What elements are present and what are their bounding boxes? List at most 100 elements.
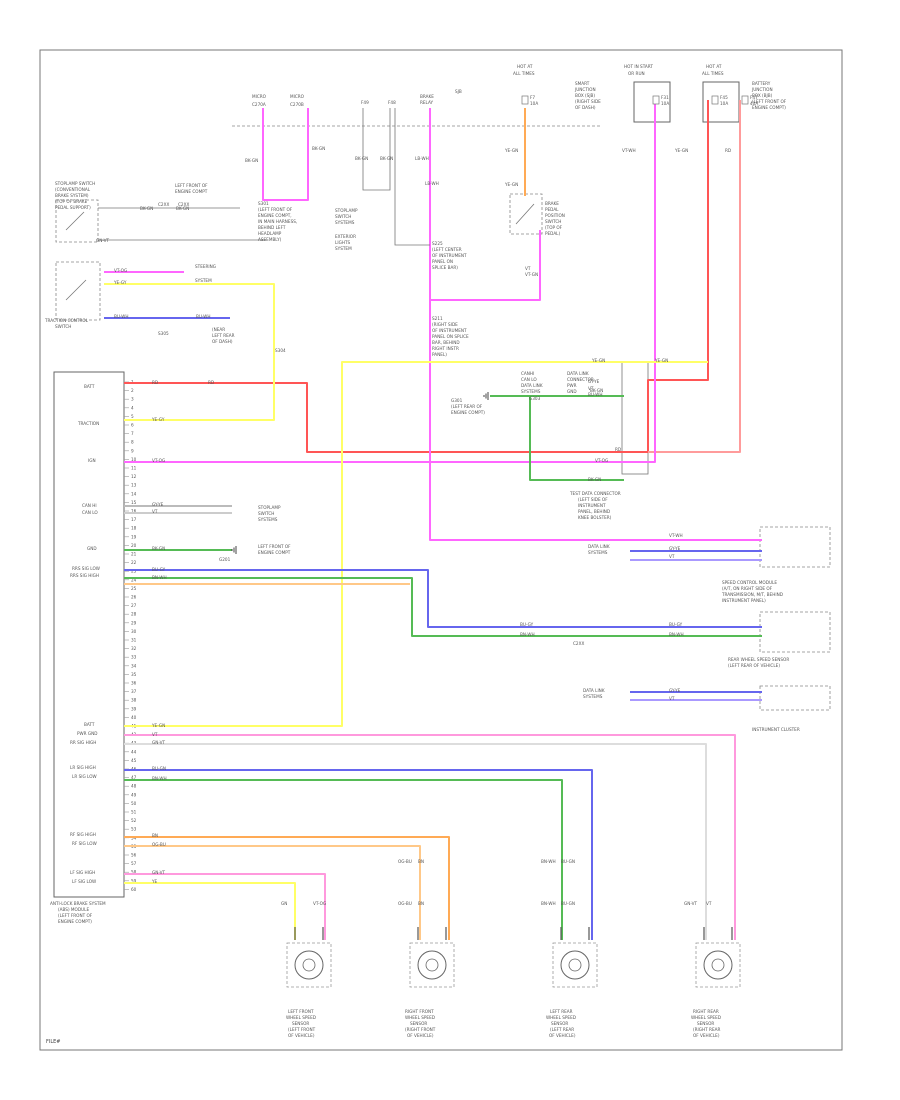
abs-pin-number: 21 bbox=[131, 552, 137, 557]
abs-pin-number: 48 bbox=[131, 784, 137, 789]
component-label: OF VEHICLE) bbox=[693, 1033, 720, 1038]
component-label: TEST DATA CONNECTOR bbox=[569, 491, 621, 496]
wire-color-label: GN-VT bbox=[684, 901, 698, 906]
wire-color-label: GN bbox=[281, 901, 287, 906]
data-link-connector bbox=[621, 361, 649, 475]
component-label: ENGINE COMPT) bbox=[58, 919, 92, 924]
component-label: (A/T, ON RIGHT SIDE OF bbox=[722, 586, 773, 591]
fuse-icon bbox=[652, 95, 660, 105]
component-label: DATA LINK bbox=[588, 544, 610, 549]
wire-color-label: YE-GN bbox=[504, 182, 518, 187]
wire-sjb-relay bbox=[394, 108, 430, 246]
component-label: ENGINE COMPT, bbox=[258, 213, 292, 218]
component-label: C2XX bbox=[573, 641, 584, 646]
wire-color-label: BU-GN bbox=[561, 901, 575, 906]
abs-pin-number: 24 bbox=[131, 577, 137, 582]
component-label: ALL TIMES bbox=[702, 71, 724, 76]
wire-color-label: VT-OG bbox=[114, 268, 127, 273]
component-label: SENSOR bbox=[551, 1021, 568, 1026]
diagram-border bbox=[39, 49, 843, 1051]
stoplamp-switch-contact bbox=[65, 211, 85, 231]
wire-color-label: VT-OG bbox=[595, 458, 608, 463]
component-label: SMART bbox=[575, 81, 590, 86]
sensor-outline bbox=[695, 942, 741, 988]
wire-color-label: YE-GY bbox=[151, 417, 165, 422]
wire-color-label: GY-YE bbox=[152, 502, 164, 507]
sensor-body bbox=[417, 950, 447, 980]
component-label: IGN bbox=[88, 458, 96, 463]
component-label: SYSTEM bbox=[335, 246, 352, 251]
traction-switch-contact bbox=[65, 279, 87, 301]
abs-pin-number: 2 bbox=[131, 388, 134, 393]
component-label: ENGINE COMPT bbox=[175, 189, 208, 194]
abs-pin-number: 13 bbox=[131, 483, 137, 488]
abs-pin-number: 23 bbox=[131, 569, 137, 574]
component-label: OF VEHICLE) bbox=[549, 1033, 576, 1038]
component-label: (LEFT REAR OF bbox=[451, 404, 483, 409]
component-label: HOT IN START bbox=[624, 64, 653, 69]
component-label: ENGINE COMPT bbox=[258, 550, 291, 555]
component-label: TRACTION CONTROL bbox=[44, 318, 89, 323]
wire-color-label: BK-GN bbox=[355, 156, 368, 161]
wire-color-label: YE-GN bbox=[151, 723, 165, 728]
wire-color-label: YE-GN bbox=[504, 148, 518, 153]
wire-color-label: BN-WH bbox=[152, 575, 167, 580]
fuse-amps: 10A bbox=[661, 101, 669, 106]
component-label: SWITCH bbox=[545, 219, 561, 224]
component-label: BATTERY bbox=[752, 81, 771, 86]
instrument-cluster bbox=[759, 685, 831, 711]
component-label: (LEFT FRONT bbox=[288, 1027, 316, 1032]
component-label: BRAKE bbox=[545, 201, 559, 206]
component-label: DATA LINK bbox=[567, 371, 589, 376]
sensor-core bbox=[568, 958, 582, 972]
component-label: (TOP OF BRAKE bbox=[55, 199, 88, 204]
wire-color-label: VT-WH bbox=[669, 533, 683, 538]
wire-color-label: VT-GN bbox=[525, 272, 538, 277]
component-label: SJB bbox=[455, 89, 462, 94]
component-label: OR RUN bbox=[628, 71, 645, 76]
component-label: (ABS) MODULE bbox=[58, 907, 89, 912]
abs-pin-number: 29 bbox=[131, 620, 137, 625]
ground-icon bbox=[483, 392, 489, 400]
ground-icon bbox=[231, 546, 237, 554]
abs-pin-number: 3 bbox=[131, 397, 134, 402]
wire-color-label: VT bbox=[152, 732, 158, 737]
abs-pin-number: 53 bbox=[131, 827, 137, 832]
component-label: CAN HI bbox=[82, 503, 97, 508]
wire-dlc-gnd2-green bbox=[529, 396, 624, 481]
abs-pin-number: 49 bbox=[131, 792, 137, 797]
component-label: GND bbox=[567, 389, 577, 394]
component-label: BOX (SJB) bbox=[575, 93, 595, 98]
component-label: LEFT REAR bbox=[212, 333, 235, 338]
component-label: WHEEL SPEED bbox=[405, 1015, 435, 1020]
sjb-fuse-label: F48 bbox=[388, 100, 396, 105]
component-label: SYSTEMS bbox=[258, 517, 278, 522]
wire-color-label: BU-WH bbox=[588, 392, 603, 397]
sjb-fuse-label: F49 bbox=[361, 100, 369, 105]
wire-stoplamp-magenta bbox=[262, 108, 309, 201]
fuse-amps: 10A bbox=[720, 101, 728, 106]
wire-rrs-high-green bbox=[124, 577, 762, 637]
wire-color-label: VT-WH bbox=[622, 148, 636, 153]
component-label: CONNECTOR bbox=[567, 377, 594, 382]
component-label: (LEFT FRONT OF bbox=[58, 913, 93, 918]
abs-pin-number: 20 bbox=[131, 543, 137, 548]
wire-color-label: RD bbox=[208, 380, 214, 385]
abs-pin-number: 45 bbox=[131, 758, 137, 763]
component-label: ALL TIMES bbox=[513, 71, 535, 76]
abs-pin-number: 31 bbox=[131, 638, 137, 643]
wire-color-label: VT bbox=[588, 386, 594, 391]
component-label: OF DASH) bbox=[575, 105, 596, 110]
component-label: TRANSMISSION, M/T, BEHIND bbox=[721, 592, 783, 597]
wire-color-label: LB-WH bbox=[425, 181, 439, 186]
component-label: PANEL, BEHIND bbox=[578, 509, 610, 514]
sjb-fuse-label: MICRO bbox=[252, 94, 267, 99]
component-label: DATA LINK bbox=[521, 383, 543, 388]
component-label: BEHIND LEFT bbox=[258, 225, 286, 230]
component-label: (LEFT FRONT OF bbox=[258, 207, 293, 212]
component-label: LIGHTS bbox=[335, 240, 351, 245]
